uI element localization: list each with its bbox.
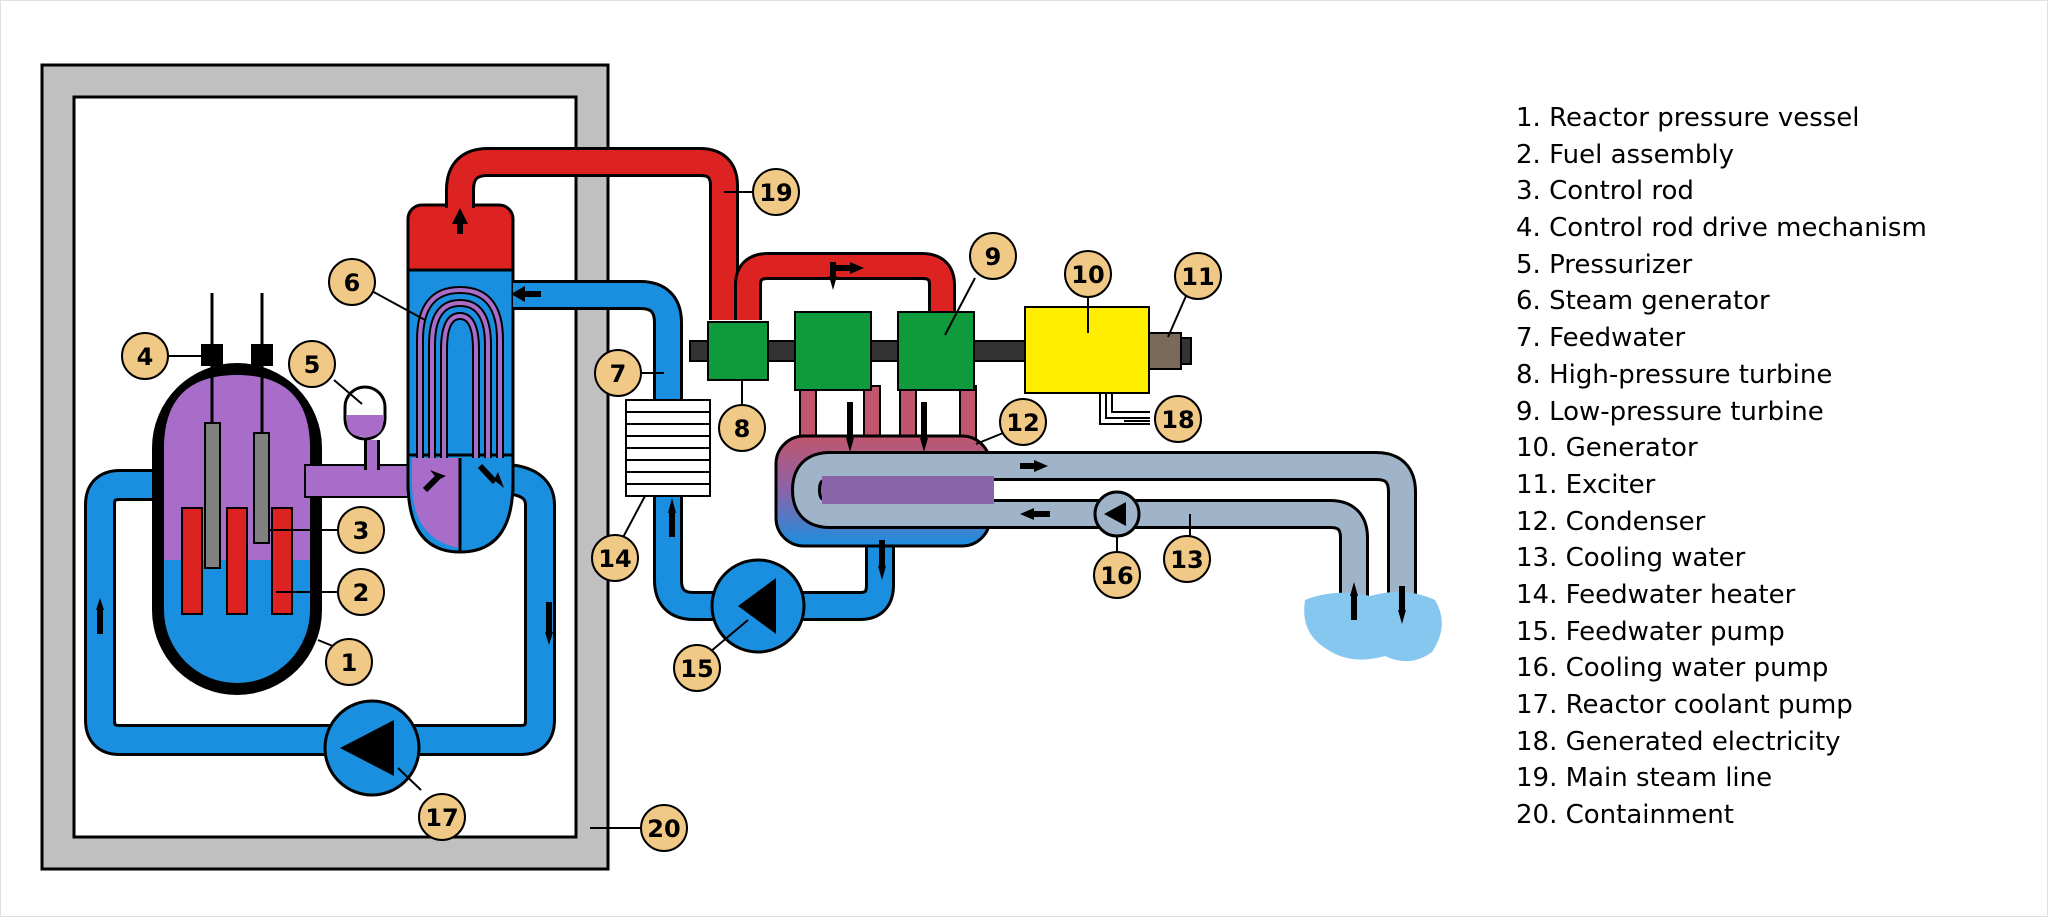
legend-item: 15. Feedwater pump xyxy=(1516,616,1785,647)
legend-item: 5. Pressurizer xyxy=(1516,249,1693,280)
legend-item: 17. Reactor coolant pump xyxy=(1516,690,1853,720)
svg-text:1: 1 xyxy=(341,649,358,677)
legend: 1. Reactor pressure vessel 2. Fuel assem… xyxy=(1516,100,1927,834)
legend-item: 19. Main steam line xyxy=(1516,763,1773,794)
feedwater-pump xyxy=(710,558,806,654)
legend-item: 3. Control rod xyxy=(1516,176,1694,207)
svg-text:19: 19 xyxy=(759,179,792,207)
svg-text:10: 10 xyxy=(1071,261,1104,289)
svg-text:11: 11 xyxy=(1181,263,1214,291)
callout-13: 13 xyxy=(1163,535,1211,583)
legend-item: 2. Fuel assembly xyxy=(1516,139,1735,170)
svg-text:6: 6 xyxy=(344,269,361,297)
callout-1: 1 xyxy=(325,638,373,686)
callout-2: 2 xyxy=(337,568,385,616)
legend-item: 7. Feedwater xyxy=(1516,323,1686,354)
svg-text:3: 3 xyxy=(353,517,370,545)
legend-item: 16. Cooling water pump xyxy=(1516,653,1829,684)
turbine-exhaust xyxy=(799,385,977,443)
callout-7: 7 xyxy=(594,349,642,397)
svg-text:17: 17 xyxy=(425,804,458,832)
svg-text:16: 16 xyxy=(1100,562,1133,590)
callout-14: 14 xyxy=(591,534,639,582)
reactor-coolant-pump xyxy=(323,699,421,797)
pressurizer xyxy=(343,385,387,470)
callout-16: 16 xyxy=(1093,551,1141,599)
legend-item: 9. Low-pressure turbine xyxy=(1516,396,1824,427)
low-pressure-turbines xyxy=(794,311,975,391)
svg-text:2: 2 xyxy=(353,579,370,607)
flow-arrows xyxy=(96,208,1406,645)
callout-18: 18 xyxy=(1154,395,1202,443)
callout-12: 12 xyxy=(999,398,1047,446)
legend-item: 10. Generator xyxy=(1516,433,1698,464)
high-pressure-turbine xyxy=(707,321,769,381)
legend-item: 14. Feedwater heater xyxy=(1516,579,1796,610)
svg-text:13: 13 xyxy=(1170,546,1203,574)
callout-15: 15 xyxy=(673,644,721,692)
fuel-assemblies xyxy=(181,507,293,615)
legend-item: 18. Generated electricity xyxy=(1516,726,1841,757)
svg-text:7: 7 xyxy=(610,360,627,388)
feedwater-heater xyxy=(625,399,711,497)
callouts: 1 2 3 4 5 6 7 8 9 10 11 12 13 14 15 16 1… xyxy=(121,168,1222,852)
callout-10: 10 xyxy=(1064,250,1112,298)
cooling-water-pump xyxy=(1093,490,1141,538)
svg-text:5: 5 xyxy=(304,351,321,379)
callout-11: 11 xyxy=(1174,252,1222,300)
callout-3: 3 xyxy=(337,506,385,554)
callout-19: 19 xyxy=(752,168,800,216)
callout-17: 17 xyxy=(418,793,466,841)
svg-text:18: 18 xyxy=(1161,406,1194,434)
legend-item: 6. Steam generator xyxy=(1516,286,1770,317)
generator xyxy=(1024,306,1150,394)
callout-5: 5 xyxy=(288,340,336,388)
legend-item: 12. Condenser xyxy=(1516,506,1706,537)
callout-9: 9 xyxy=(969,232,1017,280)
legend-item: 4. Control rod drive mechanism xyxy=(1516,213,1927,244)
pwr-diagram: 1 2 3 4 5 6 7 8 9 10 11 12 13 14 15 16 1… xyxy=(40,63,1442,871)
svg-text:8: 8 xyxy=(734,415,751,443)
legend-item: 11. Exciter xyxy=(1516,469,1656,500)
svg-text:20: 20 xyxy=(647,815,680,843)
legend-item: 20. Containment xyxy=(1516,800,1734,831)
legend-item: 1. Reactor pressure vessel xyxy=(1516,103,1860,133)
legend-item: 8. High-pressure turbine xyxy=(1516,359,1833,390)
control-rods xyxy=(201,293,273,569)
callout-20: 20 xyxy=(640,804,688,852)
legend-item: 13. Cooling water xyxy=(1516,543,1746,574)
svg-text:15: 15 xyxy=(680,655,713,683)
svg-text:4: 4 xyxy=(137,343,154,371)
svg-text:9: 9 xyxy=(985,243,1002,271)
primary-coolant-loop xyxy=(84,462,556,756)
river xyxy=(1304,591,1442,662)
callout-8: 8 xyxy=(718,404,766,452)
callout-6: 6 xyxy=(328,258,376,306)
electricity-lines xyxy=(1099,393,1150,425)
svg-text:12: 12 xyxy=(1006,409,1039,437)
exciter xyxy=(1148,332,1192,370)
callout-4: 4 xyxy=(121,332,169,380)
main-steam-line xyxy=(445,147,739,320)
svg-text:14: 14 xyxy=(598,545,631,573)
cooling-water-loop xyxy=(791,451,1417,605)
steam-generator xyxy=(406,203,515,554)
hot-leg xyxy=(304,464,426,498)
